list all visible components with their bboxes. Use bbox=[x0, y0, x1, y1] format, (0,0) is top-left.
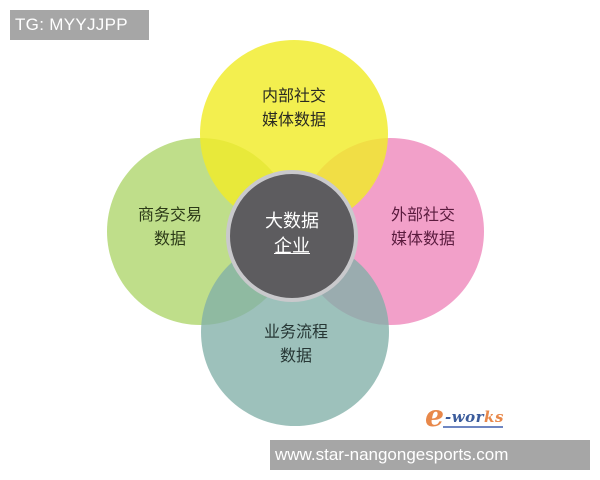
label-business-process: 业务流程 数据 bbox=[263, 322, 328, 365]
label-business-transactions: 商务交易 数据 bbox=[137, 205, 202, 248]
eworks-logo: e -works bbox=[425, 399, 504, 434]
label-external-social: 外部社交 媒体数据 bbox=[390, 205, 455, 248]
label-internal-social: 内部社交 媒体数据 bbox=[261, 86, 326, 129]
watermark-footer: www.star-nangongesports.com bbox=[270, 440, 590, 470]
circle-big-data-enterprise bbox=[226, 170, 358, 302]
label-big-data-enterprise: 大数据 企业 bbox=[265, 211, 319, 257]
watermark-tag: TG: MYYJJPP bbox=[10, 10, 149, 40]
